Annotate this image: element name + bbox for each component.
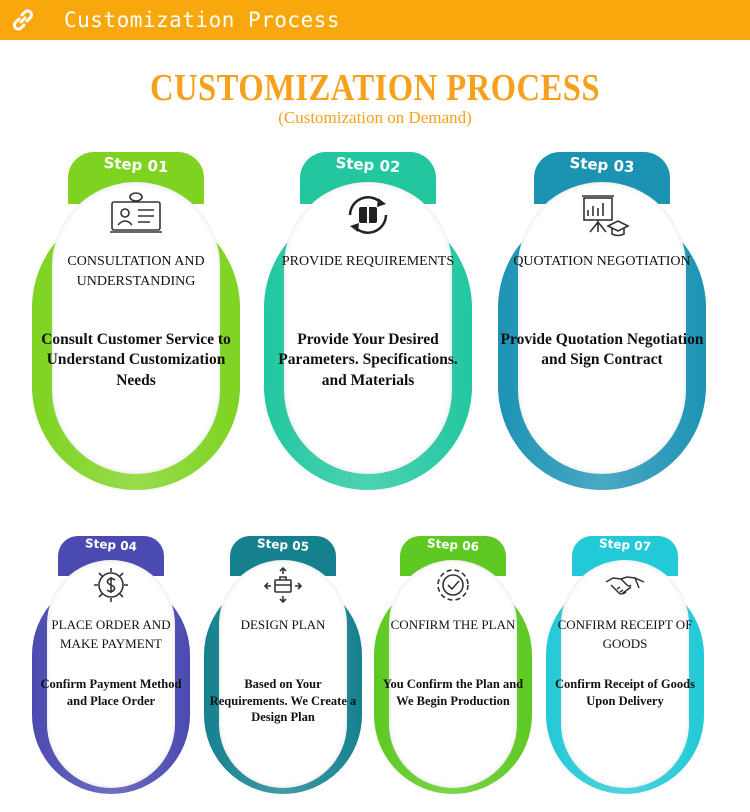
presentation-board-icon	[582, 195, 630, 237]
step-card-4: Step 04 PLACE ORDER AND MAKE PAYMENT Con…	[32, 536, 190, 794]
step-description: Confirm Receipt of Goods Upon Delivery	[555, 677, 695, 708]
step-description: Provide Your Desired Parameters. Specifi…	[278, 331, 458, 389]
step-card-2: Step 02 PROVIDE REQUIREMENTS Provide You…	[264, 152, 472, 490]
consultation-icon	[110, 192, 162, 233]
step-card-1: Step 01 CONSULTATION AND UNDERSTANDING C…	[32, 152, 240, 490]
check-gear-icon	[437, 569, 469, 601]
step-heading: CONFIRM RECEIPT OF GOODS	[557, 617, 693, 651]
step-card-3: Step 03 QUOTATION NEGOTIATION Provide Qu…	[498, 152, 706, 490]
step-card-7: Step 07 CONFIRM RECEIPT OF GOODS Confirm…	[546, 536, 704, 794]
step-inner	[284, 182, 452, 474]
dollar-gear-icon	[94, 568, 128, 602]
page-title: CUSTOMIZATION PROCESS	[149, 67, 600, 109]
briefcase-arrows-icon	[263, 566, 303, 604]
link-icon	[12, 9, 34, 31]
step-description: You Confirm the Plan and We Begin Produc…	[382, 677, 524, 708]
page-subtitle: (Customization on Demand)	[278, 108, 472, 127]
step-description: Based on Your Requirements. We Create a …	[209, 677, 357, 724]
requirements-cycle-icon	[348, 196, 388, 234]
step-heading: QUOTATION NEGOTIATION	[513, 254, 691, 269]
step-description: Confirm Payment Method and Place Order	[40, 677, 182, 708]
step-description: Consult Customer Service to Understand C…	[41, 331, 231, 389]
step-card-6: Step 06 CONFIRM THE PLAN You Confirm the…	[374, 536, 532, 794]
step-card-5: Step 05 DESIGN PLAN Based on Your Requir…	[204, 536, 362, 794]
step-heading: CONSULTATION AND UNDERSTANDING	[67, 254, 205, 290]
handshake-icon	[605, 576, 645, 595]
step-inner	[561, 560, 689, 788]
step-heading: DESIGN PLAN	[240, 617, 326, 632]
banner-title: Customization Process	[64, 8, 341, 32]
step-heading: PROVIDE REQUIREMENTS	[281, 254, 455, 269]
step-heading: CONFIRM THE PLAN	[390, 617, 516, 632]
top-banner: Customization Process	[0, 0, 750, 40]
step-inner	[518, 182, 686, 474]
step-heading: PLACE ORDER AND MAKE PAYMENT	[51, 617, 171, 651]
step-inner	[389, 560, 517, 788]
step-description: Provide Quotation Negotiation and Sign C…	[500, 331, 704, 369]
